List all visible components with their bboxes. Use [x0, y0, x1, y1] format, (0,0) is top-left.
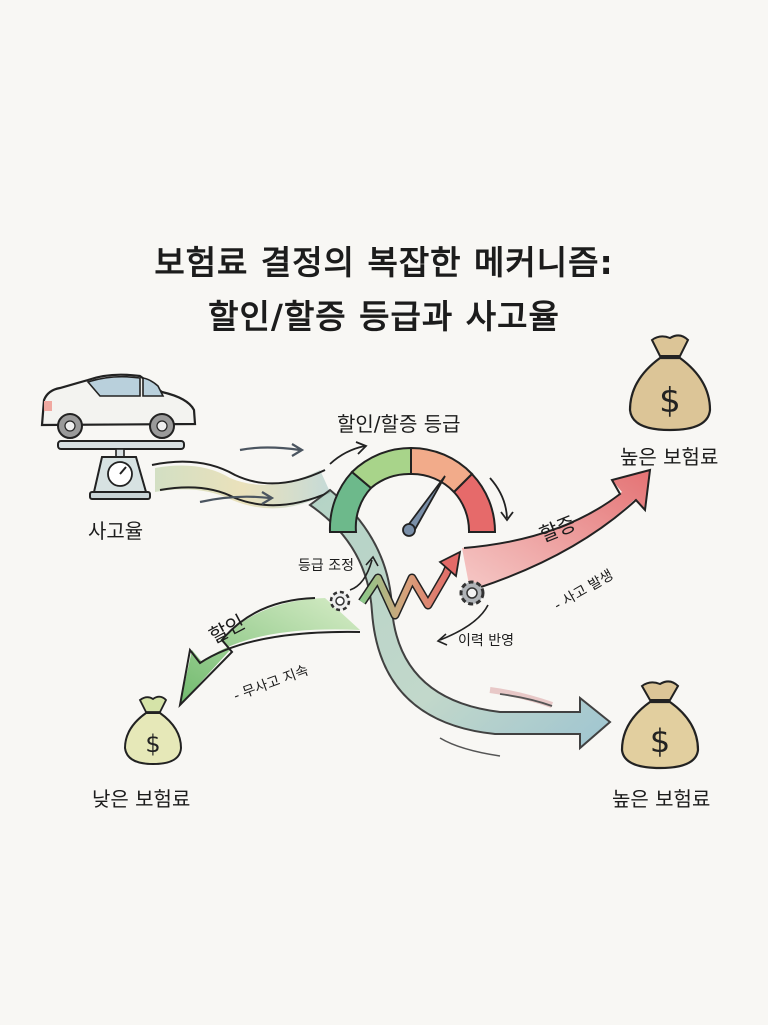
gauge-icon [328, 441, 514, 537]
history-reflect-annotation: 이력 반영 [458, 633, 514, 649]
discount-arrow-icon [178, 597, 361, 709]
svg-text:$: $ [659, 381, 681, 421]
gear-icon-left [329, 590, 351, 612]
low-premium-label: 낮은 보험료 [92, 787, 191, 811]
gear-icon-right [459, 580, 485, 606]
accident-rate-label: 사고율 [88, 519, 144, 543]
high-premium-top-label: 높은 보험료 [620, 445, 719, 469]
flow-arrows-icon [151, 443, 331, 509]
high-premium-bottom-label: 높은 보험료 [612, 787, 711, 811]
grade-gauge-label: 할인/할증 등급 [337, 412, 461, 436]
zigzag-arrow-icon [358, 550, 462, 620]
money-bag-icon-top: $ [628, 334, 712, 432]
title-line-1: 보험료 결정의 복잡한 메커니즘: [154, 243, 614, 282]
surcharge-arrow-icon [462, 468, 652, 590]
money-bag-icon-bottom: $ [620, 680, 700, 770]
money-bag-icon-low: $ [123, 695, 183, 766]
grade-adjust-annotation: 등급 조정 [298, 558, 354, 574]
svg-text:$: $ [145, 730, 160, 758]
svg-text:$: $ [650, 722, 670, 760]
car-on-scale-icon [40, 373, 197, 500]
title-line-2: 할인/할증 등급과 사고율 [208, 297, 560, 336]
